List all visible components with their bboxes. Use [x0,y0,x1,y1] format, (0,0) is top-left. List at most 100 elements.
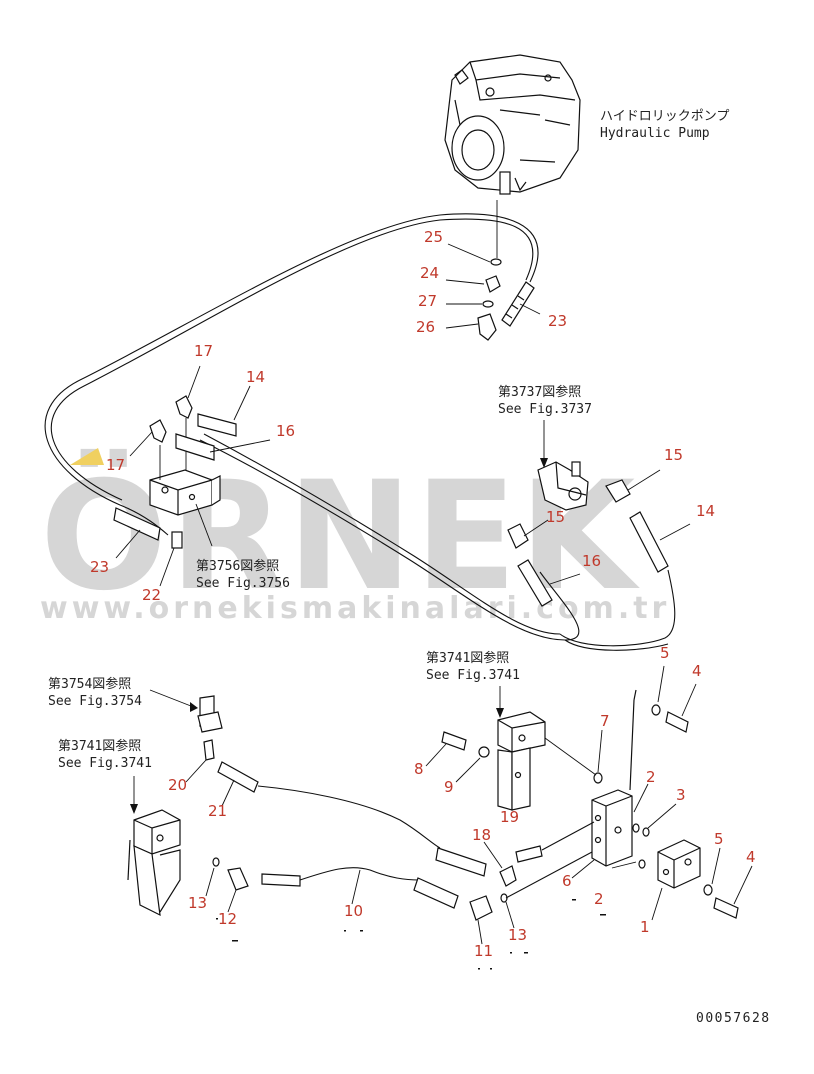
ref-3741a-en: See Fig.3741 [426,668,520,683]
elbow-26 [477,313,497,341]
elbow-12 [227,867,249,891]
callout-4a: 4 [692,662,702,680]
callouts: 25 24 27 26 23 17 14 16 17 23 22 15 15 1… [90,228,756,960]
hose-21 [257,785,441,849]
callout-24: 24 [420,264,439,282]
valve-3737 [537,461,589,511]
elbow-15a [605,479,631,503]
callout-3: 3 [676,786,686,804]
callout-26: 26 [416,318,435,336]
elbow-17a [175,395,193,419]
elbow-15b [507,523,529,549]
callout-2a: 2 [646,768,656,786]
ref-3754-en: See Fig.3754 [48,694,142,709]
pump-label-en: Hydraulic Pump [600,126,710,141]
ref-3741b-jp: 第3741図参照 [58,738,141,754]
callout-20: 20 [168,776,187,794]
o-ring-13a [212,857,220,867]
hose-end-16a [175,433,215,461]
hose-middle [199,439,580,641]
hose-right [559,569,676,647]
callout-12: 12 [218,910,237,928]
connector-24 [485,275,501,293]
o-ring-3 [642,827,650,837]
callout-14a: 14 [246,368,265,386]
callout-6: 6 [562,872,572,890]
o-ring-25 [490,258,502,266]
callout-22: 22 [142,586,161,604]
callout-7: 7 [600,712,610,730]
callout-16a: 16 [276,422,295,440]
washer-9 [478,746,490,758]
callout-27: 27 [418,292,437,310]
callout-15a: 15 [664,446,683,464]
hose-end-10 [261,873,301,887]
ref-3756-en: See Fig.3756 [196,576,290,591]
callout-5b: 5 [714,830,724,848]
callout-21: 21 [208,802,227,820]
elbow-11 [469,895,493,921]
ref-3754-jp: 第3754図参照 [48,676,131,692]
callout-17a: 17 [194,342,213,360]
bolt-4a [665,711,689,733]
callout-4b: 4 [746,848,756,866]
callout-23b: 23 [90,558,109,576]
callout-14b: 14 [696,502,715,520]
o-ring-27 [482,300,494,308]
pump-label-jp: ハイドロリックポンプ [600,109,729,124]
ref-3741b-en: See Fig.3741 [58,756,152,771]
valve-block-1 [657,839,701,889]
callout-16b: 16 [582,552,601,570]
fitting-22 [171,531,183,549]
callout-17b: 17 [106,456,125,474]
o-ring-13b [500,893,508,903]
hose-end-14b [629,511,669,573]
watermark: ÖRNEK www.ornekismakinalari.com.tr [40,448,670,626]
hose-end-23a [501,281,535,327]
watermark-url: www.ornekismakinalari.com.tr [40,591,670,626]
block-3756 [149,418,221,516]
bolt-8 [441,731,467,751]
manifold-3741 [497,711,546,811]
o-ring-2b [638,859,646,869]
ref-3741a-jp: 第3741図参照 [426,650,509,666]
ref-3737-en: See Fig.3737 [498,402,592,417]
callout-23a: 23 [548,312,567,330]
hose-end-21 [217,761,259,793]
ref-3756-jp: 第3756図参照 [196,558,279,574]
callout-10: 10 [344,902,363,920]
leader-lines [115,243,753,945]
callout-1: 1 [640,918,650,936]
callout-15b: 15 [546,508,565,526]
washer-5a [651,704,661,716]
callout-13b: 13 [508,926,527,944]
valve-block-6 [591,789,633,867]
callout-11: 11 [474,942,493,960]
hose-end-16b [517,559,553,607]
hose-10 [299,867,421,881]
ref-3737-jp: 第3737図参照 [498,384,581,400]
callout-9: 9 [444,778,454,796]
bolt-4b [713,897,739,919]
callout-5a: 5 [660,644,670,662]
bracket-3741 [127,809,181,917]
fitting-20 [203,739,215,761]
dash-marks [216,899,606,970]
callout-18: 18 [472,826,491,844]
elbow-18 [499,865,517,887]
callout-25: 25 [424,228,443,246]
elbow-17b [149,419,167,443]
hose-loop-left [44,213,539,536]
hydraulic-pump [444,54,581,195]
o-ring-7 [593,772,603,784]
callout-19: 19 [500,808,519,826]
bolt-14a [197,413,237,437]
washer-5b [703,884,713,896]
watermark-accent [70,448,104,465]
callout-8: 8 [414,760,424,778]
callout-13a: 13 [188,894,207,912]
callout-2b: 2 [594,890,604,908]
hose-end-23b [113,507,161,541]
